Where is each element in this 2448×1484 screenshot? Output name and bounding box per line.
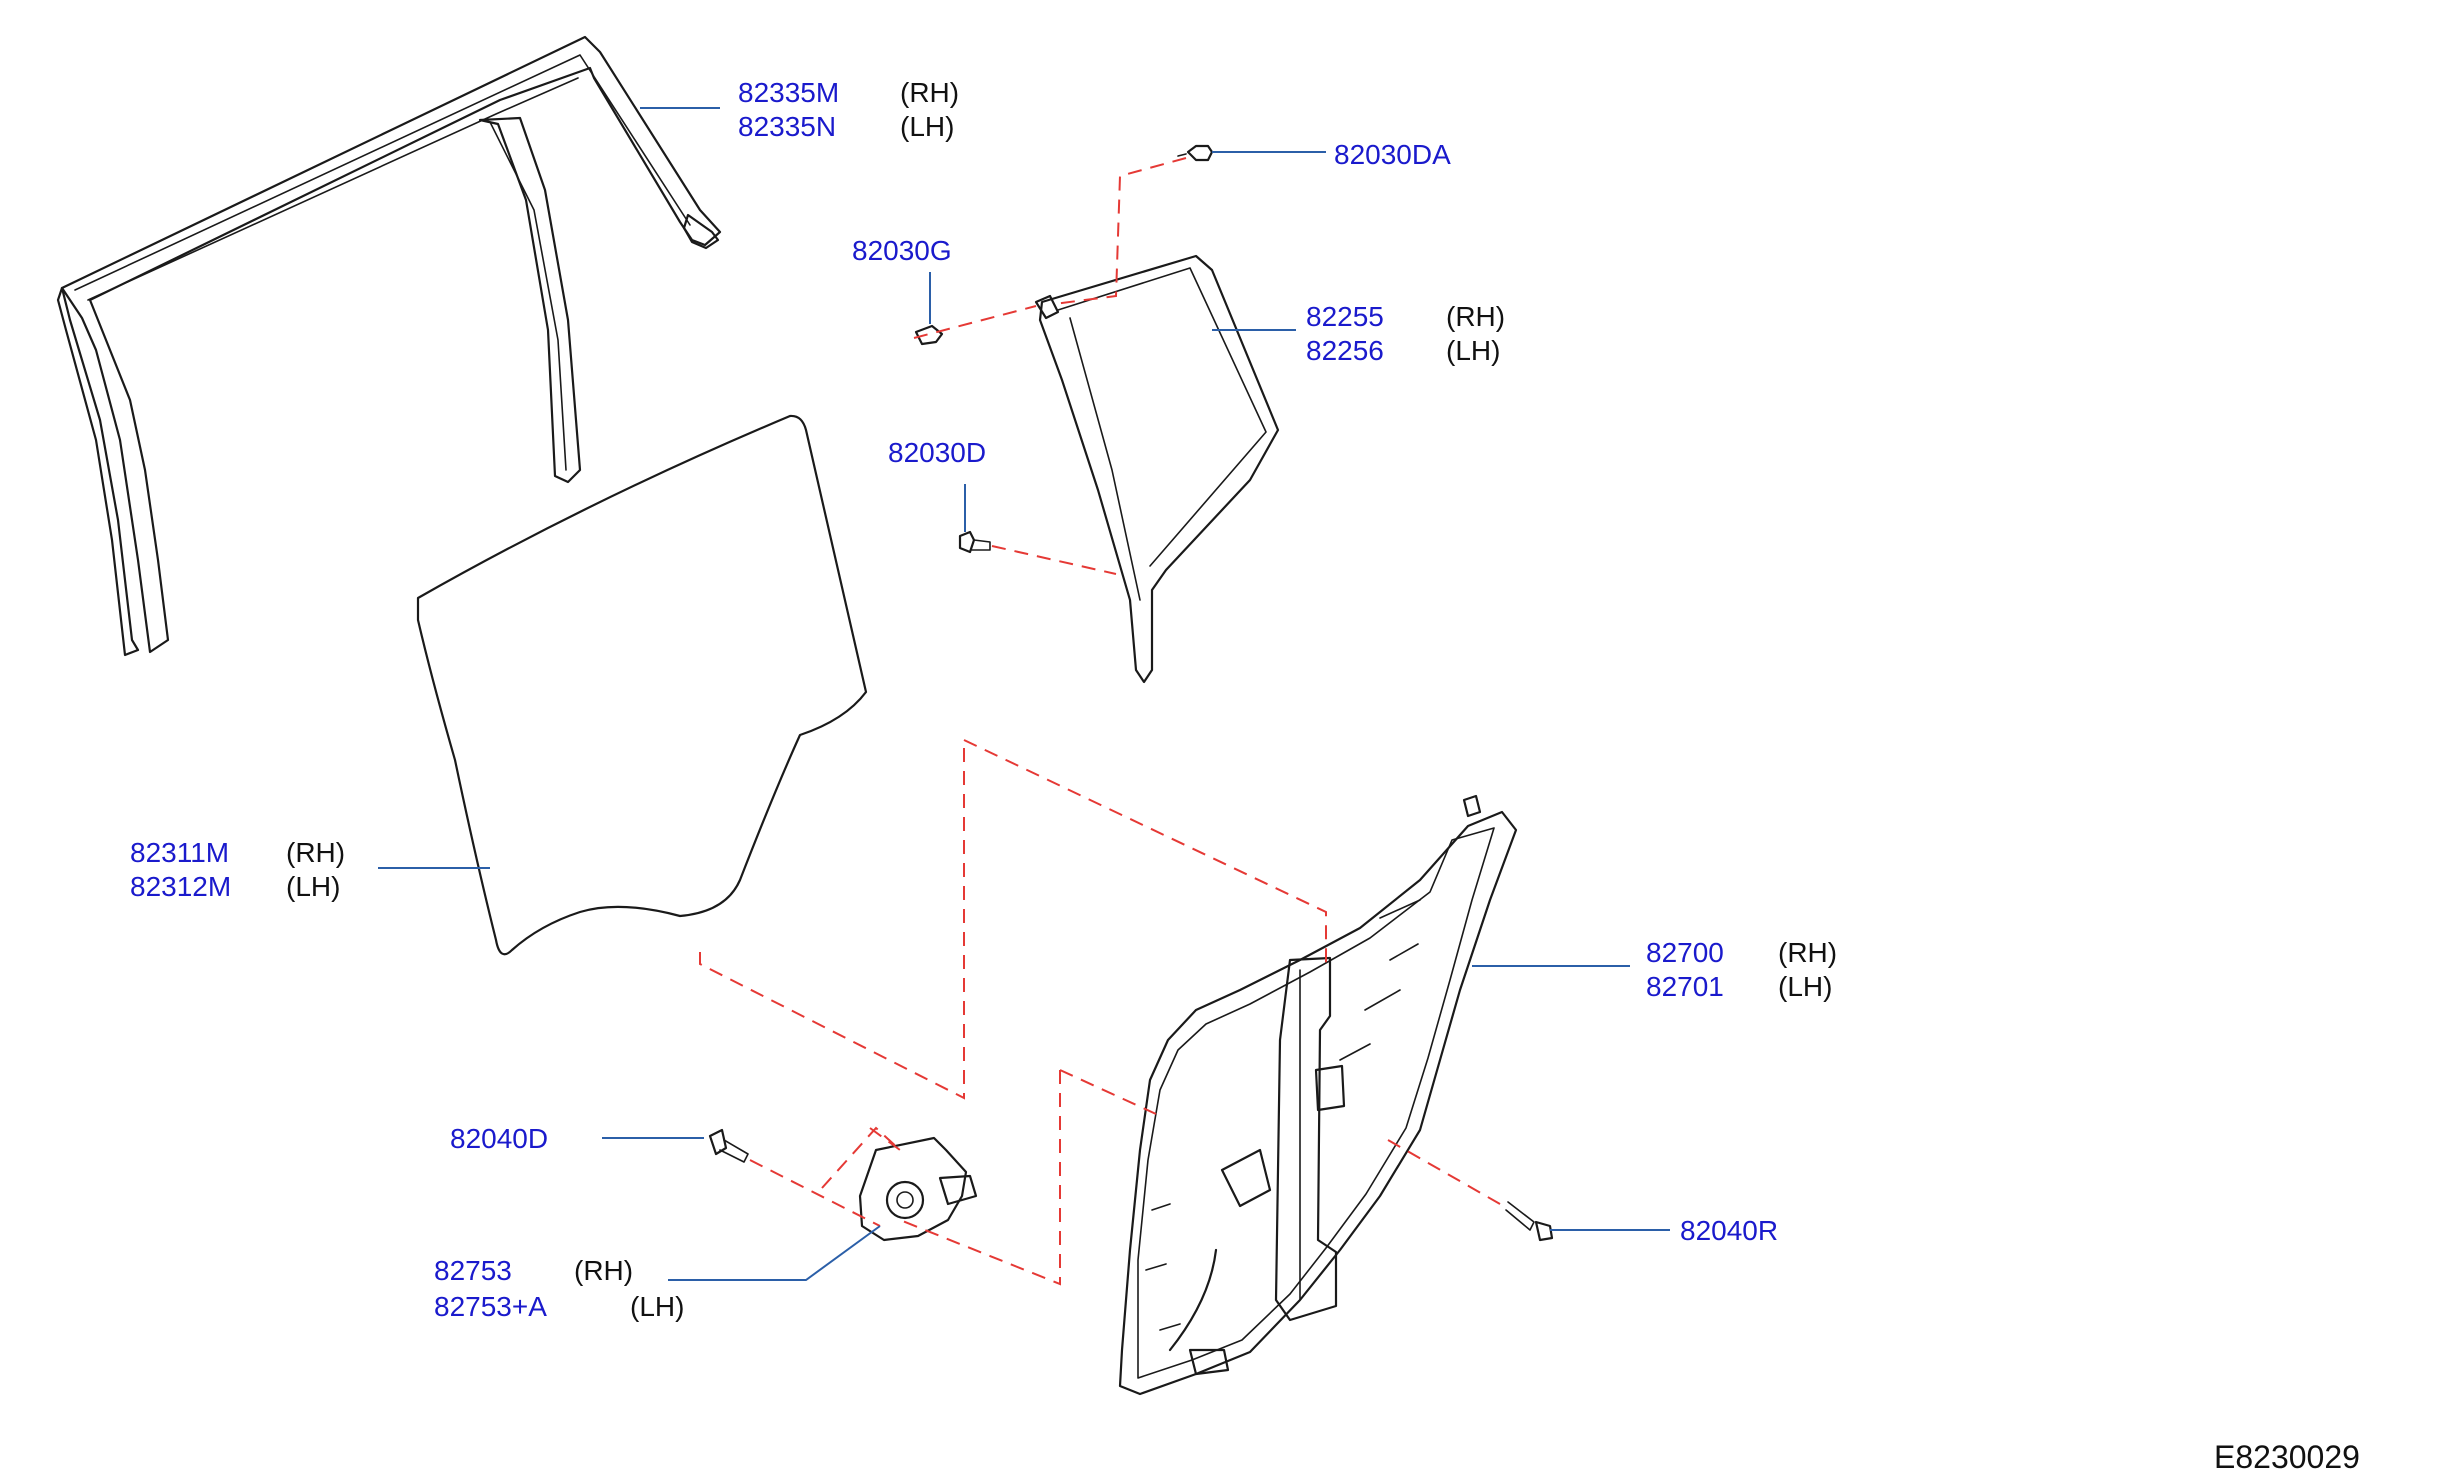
label-82753: 82753 [434, 1255, 512, 1286]
label-82335m: 82335M [738, 77, 839, 108]
label-82040r: 82040R [1680, 1215, 1778, 1246]
label-82312m: 82312M [130, 871, 231, 902]
grommet-82030g-icon[interactable] [914, 324, 944, 346]
regulator-motor[interactable] [858, 1136, 978, 1242]
side-rh: (RH) [1446, 301, 1505, 332]
side-lh: (LH) [630, 1291, 684, 1322]
label-82030d: 82030D [888, 437, 986, 468]
label-82030g: 82030G [852, 235, 952, 266]
label-82700: 82700 [1646, 937, 1724, 968]
label-82335n: 82335N [738, 111, 836, 142]
bolt-82040d-icon[interactable] [708, 1128, 749, 1163]
label-82753a: 82753+A [434, 1291, 547, 1322]
rear-sash[interactable] [1034, 254, 1280, 684]
diagram-code: E8230029 [2214, 1439, 2360, 1475]
label-82701: 82701 [1646, 971, 1724, 1002]
label-82256: 82256 [1306, 335, 1384, 366]
window-regulator[interactable] [1118, 794, 1518, 1396]
side-rh: (RH) [1778, 937, 1837, 968]
leader-lines [378, 107, 1670, 1281]
label-82030da: 82030DA [1334, 139, 1451, 170]
side-lh: (LH) [900, 111, 954, 142]
side-rh: (RH) [286, 837, 345, 868]
screw-82030d-icon[interactable] [958, 530, 991, 554]
side-rh: (RH) [900, 77, 959, 108]
bolt-82040r-icon[interactable] [1505, 1201, 1554, 1242]
label-82040d: 82040D [450, 1123, 548, 1154]
glass-run-channel[interactable] [56, 35, 722, 657]
side-lh: (LH) [286, 871, 340, 902]
assembly-links [699, 157, 1501, 1286]
label-82311m: 82311M [130, 837, 229, 868]
side-lh: (LH) [1446, 335, 1500, 366]
door-glass[interactable] [416, 414, 868, 956]
side-lh: (LH) [1778, 971, 1832, 1002]
label-82255: 82255 [1306, 301, 1384, 332]
side-rh: (RH) [574, 1255, 633, 1286]
